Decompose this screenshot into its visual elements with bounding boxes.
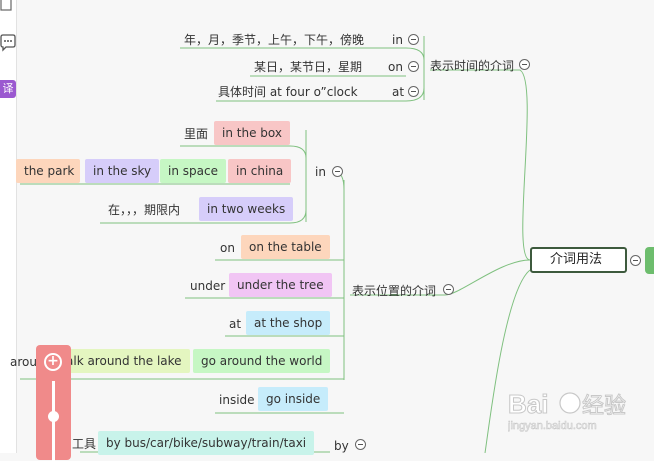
root-branch-time bbox=[430, 69, 531, 261]
time-row-prep[interactable]: on bbox=[388, 60, 403, 74]
example-chip[interactable]: by bus/car/bike/subway/train/taxi bbox=[98, 431, 315, 455]
time-row-collapse-button[interactable] bbox=[408, 34, 419, 45]
root-topic[interactable]: 介词用法 bbox=[530, 247, 627, 273]
time-row-desc[interactable]: 某日，某节日，星期 bbox=[254, 60, 363, 74]
in-inside-label[interactable]: 里面 bbox=[184, 127, 209, 141]
zoom-slider-handle[interactable] bbox=[48, 411, 59, 422]
svg-text:经验: 经验 bbox=[582, 394, 626, 419]
in-group-collapse-button[interactable] bbox=[332, 166, 343, 177]
root-collapse-button[interactable] bbox=[630, 255, 641, 266]
place-collapse-button[interactable] bbox=[443, 284, 454, 295]
example-chip[interactable]: in space bbox=[160, 159, 226, 183]
time-row-collapse-button[interactable] bbox=[408, 61, 419, 72]
on-label[interactable]: on bbox=[220, 241, 235, 255]
example-chip[interactable]: in the box bbox=[214, 121, 290, 145]
in-period-label[interactable]: 在，，，期限内 bbox=[108, 203, 181, 217]
time-row-desc[interactable]: 年，月，季节，上午，下午，傍晚 bbox=[184, 33, 365, 47]
example-chip[interactable]: at the shop bbox=[246, 311, 331, 335]
zoom-in-button[interactable]: + bbox=[44, 353, 62, 371]
example-chip[interactable]: in china bbox=[228, 159, 292, 183]
time-row-prep[interactable]: in bbox=[392, 33, 403, 47]
in-row-1 bbox=[180, 145, 307, 159]
in-group-prep[interactable]: in bbox=[315, 165, 326, 179]
example-chip[interactable]: in two weeks bbox=[199, 197, 294, 221]
in-row-3 bbox=[100, 209, 307, 224]
left-toolbar: 译 bbox=[0, 0, 17, 453]
time-row-desc[interactable]: 具体时间 at four o”clock bbox=[218, 85, 358, 99]
root-topic-label: 介词用法 bbox=[550, 252, 603, 267]
svg-text:Bai: Bai bbox=[508, 389, 548, 419]
place-branch-title[interactable]: 表示位置的介词 bbox=[352, 284, 437, 298]
example-chip[interactable]: the park bbox=[16, 159, 80, 183]
transport-label[interactable]: 工具 bbox=[72, 437, 97, 451]
time-row-1 bbox=[180, 47, 425, 61]
transport-collapse-button[interactable] bbox=[355, 439, 366, 450]
translate-icon[interactable]: 译 bbox=[0, 80, 16, 98]
svg-text:jingyan.baidu.com: jingyan.baidu.com bbox=[508, 420, 597, 432]
time-collapse-button[interactable] bbox=[519, 59, 530, 70]
time-branch-title[interactable]: 表示时间的介词 bbox=[430, 59, 515, 73]
time-row-prep[interactable]: at bbox=[392, 85, 405, 99]
under-label[interactable]: under bbox=[190, 279, 226, 293]
chat-bubble-icon[interactable] bbox=[0, 34, 16, 52]
transport-prep[interactable]: by bbox=[334, 439, 349, 453]
at-label[interactable]: at bbox=[229, 317, 242, 331]
zoom-control: + bbox=[36, 345, 71, 461]
inside-label[interactable]: inside bbox=[219, 393, 255, 407]
time-row-3 bbox=[216, 87, 425, 102]
example-chip[interactable]: in the sky bbox=[85, 159, 160, 183]
baidu-watermark-logo: Bai 经验 jingyan.baidu.com bbox=[507, 383, 648, 433]
example-chip[interactable]: alk around the lake bbox=[58, 349, 190, 373]
root-branch-transport bbox=[484, 269, 531, 453]
example-chip[interactable]: go around the world bbox=[193, 349, 331, 373]
root-branch-place bbox=[350, 259, 531, 296]
right-branch-node[interactable] bbox=[645, 247, 654, 274]
example-chip[interactable]: go inside bbox=[258, 387, 329, 411]
example-chip[interactable]: on the table bbox=[241, 235, 330, 259]
around-label[interactable]: arour bbox=[10, 355, 42, 369]
document-icon[interactable] bbox=[0, 0, 16, 18]
time-row-collapse-button[interactable] bbox=[408, 86, 419, 97]
example-chip[interactable]: under the tree bbox=[229, 273, 332, 297]
